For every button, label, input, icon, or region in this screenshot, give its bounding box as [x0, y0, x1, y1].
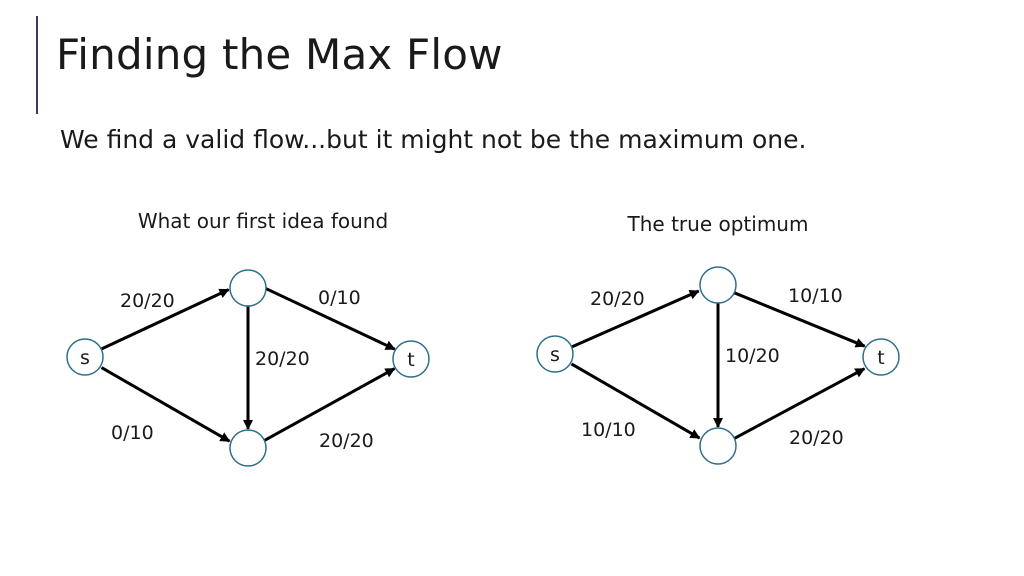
right-node-s	[536, 335, 574, 373]
page-subtitle: We find a valid flow...but it might not …	[60, 125, 807, 154]
right-edge-top-t	[733, 291, 866, 348]
right-node-top	[699, 266, 737, 304]
right-node-t-label: t	[877, 347, 884, 369]
right-node-t	[862, 338, 900, 376]
left-node-top	[229, 269, 267, 307]
right-node-s-label: s	[550, 344, 560, 366]
left-edge-top-bottom-label: 20/20	[255, 348, 310, 370]
right-edge-s-top	[570, 289, 700, 349]
right-graph: The true optimum s t 20/20 10/10 10/10 1…	[536, 212, 900, 465]
accent-bar	[36, 16, 38, 114]
right-edge-bottom-t	[733, 367, 866, 440]
left-edge-s-top	[100, 288, 230, 351]
left-node-bottom	[229, 429, 267, 467]
right-edge-s-bottom-label: 10/10	[581, 419, 636, 441]
left-edge-top-t-label: 0/10	[318, 287, 361, 309]
left-edge-bottom-t-label: 20/20	[319, 430, 374, 452]
left-node-t	[392, 340, 430, 378]
left-graph-caption: What our first idea found	[138, 209, 388, 233]
right-edge-top-t-label: 10/10	[788, 285, 843, 307]
page-title: Finding the Max Flow	[56, 30, 503, 79]
left-edge-s-bottom	[100, 366, 231, 443]
left-edge-s-bottom-label: 0/10	[111, 422, 154, 444]
left-node-t-label: t	[407, 349, 414, 371]
left-edge-top-t	[263, 286, 396, 351]
right-graph-caption: The true optimum	[627, 212, 809, 236]
left-edge-bottom-t	[263, 367, 396, 442]
right-edge-bottom-t-label: 20/20	[789, 427, 844, 449]
right-edge-top-bottom-label: 10/20	[725, 345, 780, 367]
right-node-bottom	[699, 427, 737, 465]
right-edge-s-bottom	[570, 362, 701, 440]
left-graph: What our first idea found s t 20/20 0/10…	[66, 209, 430, 467]
left-edge-s-top-label: 20/20	[120, 290, 175, 312]
left-node-s-label: s	[80, 347, 90, 369]
left-node-s	[66, 338, 104, 376]
right-edge-s-top-label: 20/20	[590, 288, 645, 310]
